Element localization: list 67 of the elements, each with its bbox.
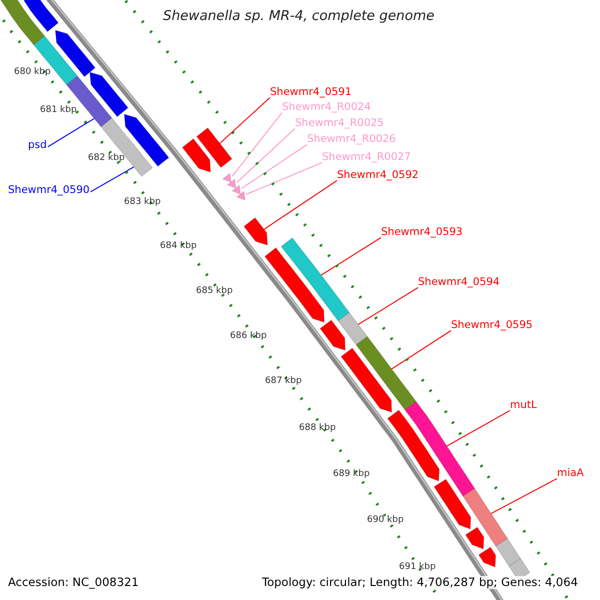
scale-label: 683 kbp [124,198,161,208]
genome-info-text: Topology: circular; Length: 4,706,287 bp; Genes: 4,064 [262,576,578,589]
gene-feature [89,72,128,118]
leader-line [358,287,418,325]
gene-bar [280,237,350,322]
leader-line [241,144,308,189]
scale-label: 682 kbp [88,154,125,164]
gene-bar [356,336,417,410]
gene-feature [182,138,211,173]
scale-label: 685 kbp [196,287,233,297]
gene-feature [24,0,59,32]
gene-bar [196,127,232,168]
gene-feature [244,217,268,246]
gene-name: Shewmr4_0590 [8,185,90,197]
scale-label: 690 kbp [367,516,404,526]
gene-bar [338,312,368,346]
scale-label: 681 kbp [40,106,77,116]
gene-bar [495,538,522,567]
leader-line [236,128,296,183]
gene-feature [124,114,170,167]
scale-label: 691 kbp [399,563,436,573]
leader-line [391,330,452,370]
title: Shewanella sp. MR-4, complete genome [163,9,434,24]
gene-name: Shewmr4_R0025 [295,118,384,130]
scale-label: 686 kbp [230,332,267,342]
gene-feature [340,348,392,413]
gene-feature [55,30,96,78]
gene-name: Shewmr4_0595 [451,320,533,332]
trna-triangle [232,184,241,195]
gene-name: psd [28,140,47,152]
gene-name: miaA [557,468,584,480]
leader-line [47,118,95,148]
scale-label: 689 kbp [333,470,370,480]
scale-label: 687 kbp [265,377,302,387]
scale-label: 684 kbp [160,242,197,252]
leader-line [246,162,322,195]
gene-name: Shewmr4_R0024 [282,102,371,114]
gene-name: Shewmr4_0594 [418,277,500,289]
leader-line [490,478,558,514]
leader-line [320,237,382,276]
trna-triangle [226,178,236,189]
gene-feature [387,410,440,482]
scale-label: 688 kbp [299,424,336,434]
gene-bar [462,488,508,547]
gene-name: Shewmr4_0593 [381,227,463,239]
gene-feature [434,478,472,530]
gene-feature [320,320,346,351]
gene-name: Shewmr4_R0027 [322,152,411,164]
gene-name: Shewmr4_0592 [337,170,419,182]
leader-line [264,180,338,230]
genome-info-text: Accession: NC_008321 [8,576,139,589]
leader-line [219,97,270,144]
trna-triangle [222,172,232,183]
gene-feature [264,247,325,323]
gene-feature [478,546,496,568]
gene-bar [33,36,78,86]
gene-bar [404,401,476,497]
scale-label: 680 kbp [14,68,51,78]
leader-line [90,166,134,192]
leader-line [232,112,282,177]
gene-name: Shewmr4_0591 [270,87,352,99]
leader-line [446,410,510,447]
gene-feature [465,526,484,550]
trna-triangle [236,190,246,201]
gene-name: mutL [510,400,537,412]
gene-name: Shewmr4_R0026 [307,134,396,146]
gene-bar [0,0,46,46]
